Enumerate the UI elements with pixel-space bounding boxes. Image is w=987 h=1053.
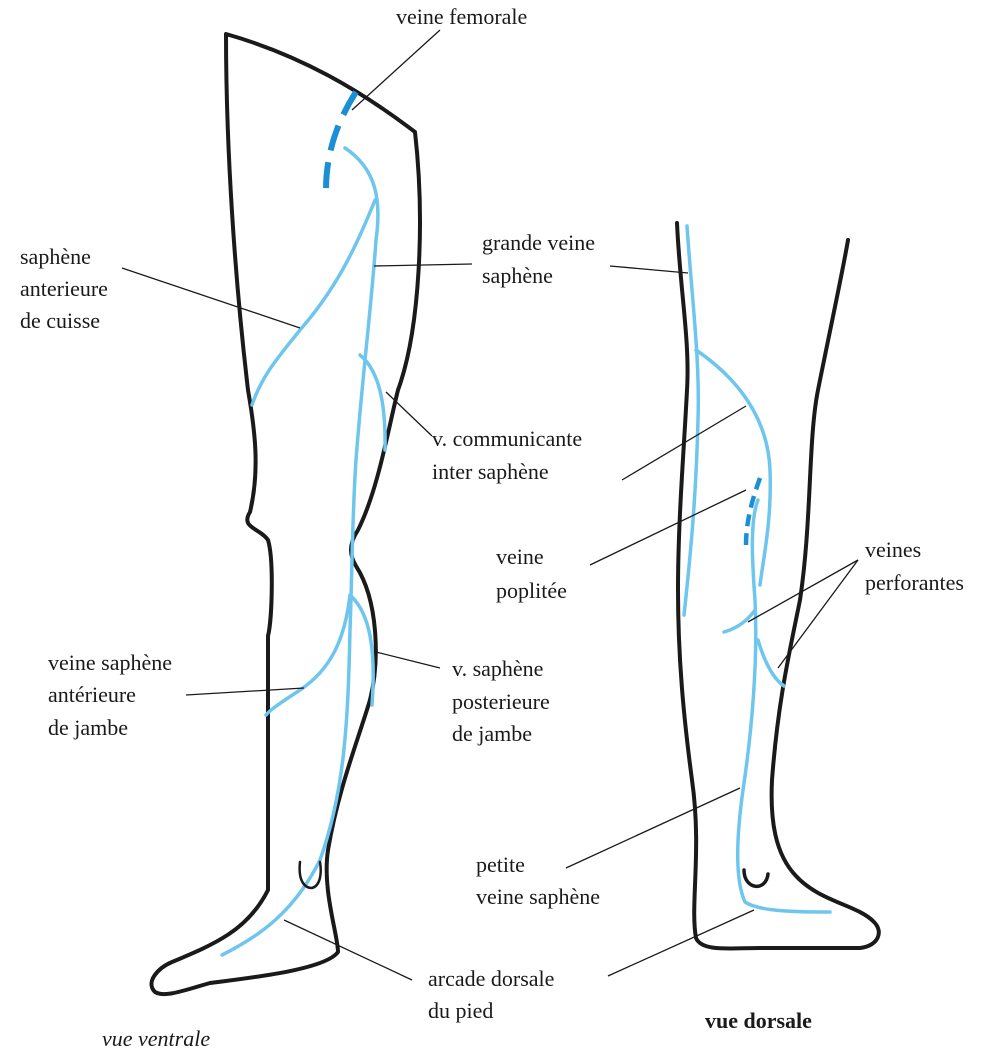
label-saphene-ant-jambe-1: veine saphène (48, 650, 172, 675)
label-saphene-post-jambe-2: posterieure (452, 689, 550, 714)
leader-saphene-post-jambe (376, 652, 440, 668)
leader-saphene-ant-jambe (186, 688, 304, 695)
label-saphene-cuisse-1: saphène (20, 244, 91, 269)
ventral-anterior-leg-saphenous (266, 595, 350, 715)
dorsal-leg-outline-inner (677, 223, 879, 949)
dorsal-communicating-vein (696, 350, 770, 585)
leader-arcade-ventral (284, 920, 412, 980)
leader-saphene-cuisse (122, 268, 300, 328)
ventral-femoral-vein (326, 92, 356, 190)
dorsal-small-saphenous-vein (738, 500, 830, 912)
leader-femorale (352, 30, 440, 110)
label-saphene-post-jambe-3: de jambe (452, 721, 532, 746)
label-communicante-2: inter saphène (432, 459, 549, 484)
ventral-great-saphenous-vein (222, 148, 378, 955)
label-communicante-1: v. communicante (432, 426, 582, 451)
label-poplitee-2: poplitée (496, 578, 567, 603)
caption-vue-dorsale: vue dorsale (705, 1008, 812, 1033)
label-saphene-ant-jambe-3: de jambe (48, 715, 128, 740)
label-saphene-post-jambe-1: v. saphène (452, 656, 543, 681)
label-poplitee-1: veine (496, 544, 544, 569)
caption-vue-ventrale: vue ventrale (102, 1026, 210, 1051)
label-petite-saphene-1: petite (476, 852, 525, 877)
ventral-anterior-thigh-saphenous (252, 200, 375, 405)
label-saphene-cuisse-3: de cuisse (20, 308, 100, 333)
heel-mark-icon (744, 870, 768, 886)
leader-grande-ventral (374, 264, 472, 266)
ventral-leg-outline (151, 34, 419, 994)
label-perforantes-1: veines (865, 537, 921, 562)
ventral-leg (151, 34, 419, 994)
label-saphene-cuisse-2: anterieure (20, 276, 108, 301)
ventral-posterior-leg-saphenous (352, 597, 373, 705)
leader-lines (122, 30, 858, 980)
leader-arcade-dorsal (608, 910, 754, 976)
label-perforantes-2: perforantes (865, 570, 964, 595)
label-petite-saphene-2: veine saphène (476, 884, 600, 909)
label-veine-femorale: veine femorale (396, 4, 527, 29)
leader-petite-saphene (566, 788, 740, 868)
label-saphene-ant-jambe-2: antérieure (48, 682, 136, 707)
leader-grande-dorsal (610, 266, 688, 273)
leader-poplitee (590, 490, 746, 565)
leader-perforantes-2 (778, 560, 858, 668)
label-arcade-2: du pied (428, 998, 493, 1023)
label-grande-veine-1: grande veine (482, 230, 595, 255)
label-arcade-1: arcade dorsale (428, 966, 554, 991)
dorsal-perforating-vein-2 (758, 640, 784, 686)
dorsal-leg (677, 223, 879, 949)
label-grande-veine-2: saphène (482, 263, 553, 288)
